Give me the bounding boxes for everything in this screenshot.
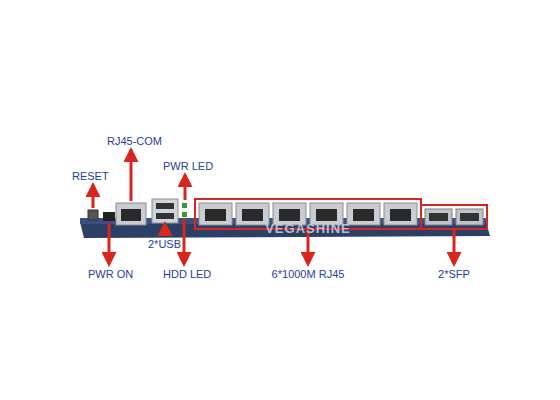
part-label: RESET — [72, 170, 109, 183]
part-label: 2*SFP — [438, 268, 470, 281]
part-label: 2*USB — [148, 238, 181, 251]
part-label: PWR ON — [88, 268, 133, 281]
part-label: 6*1000M RJ45 — [272, 268, 345, 281]
part-label: PWR LED — [163, 160, 213, 173]
watermark: VEGASHINE — [265, 221, 351, 236]
part-label: HDD LED — [163, 268, 211, 281]
part-label: RJ45-COM — [107, 135, 162, 148]
